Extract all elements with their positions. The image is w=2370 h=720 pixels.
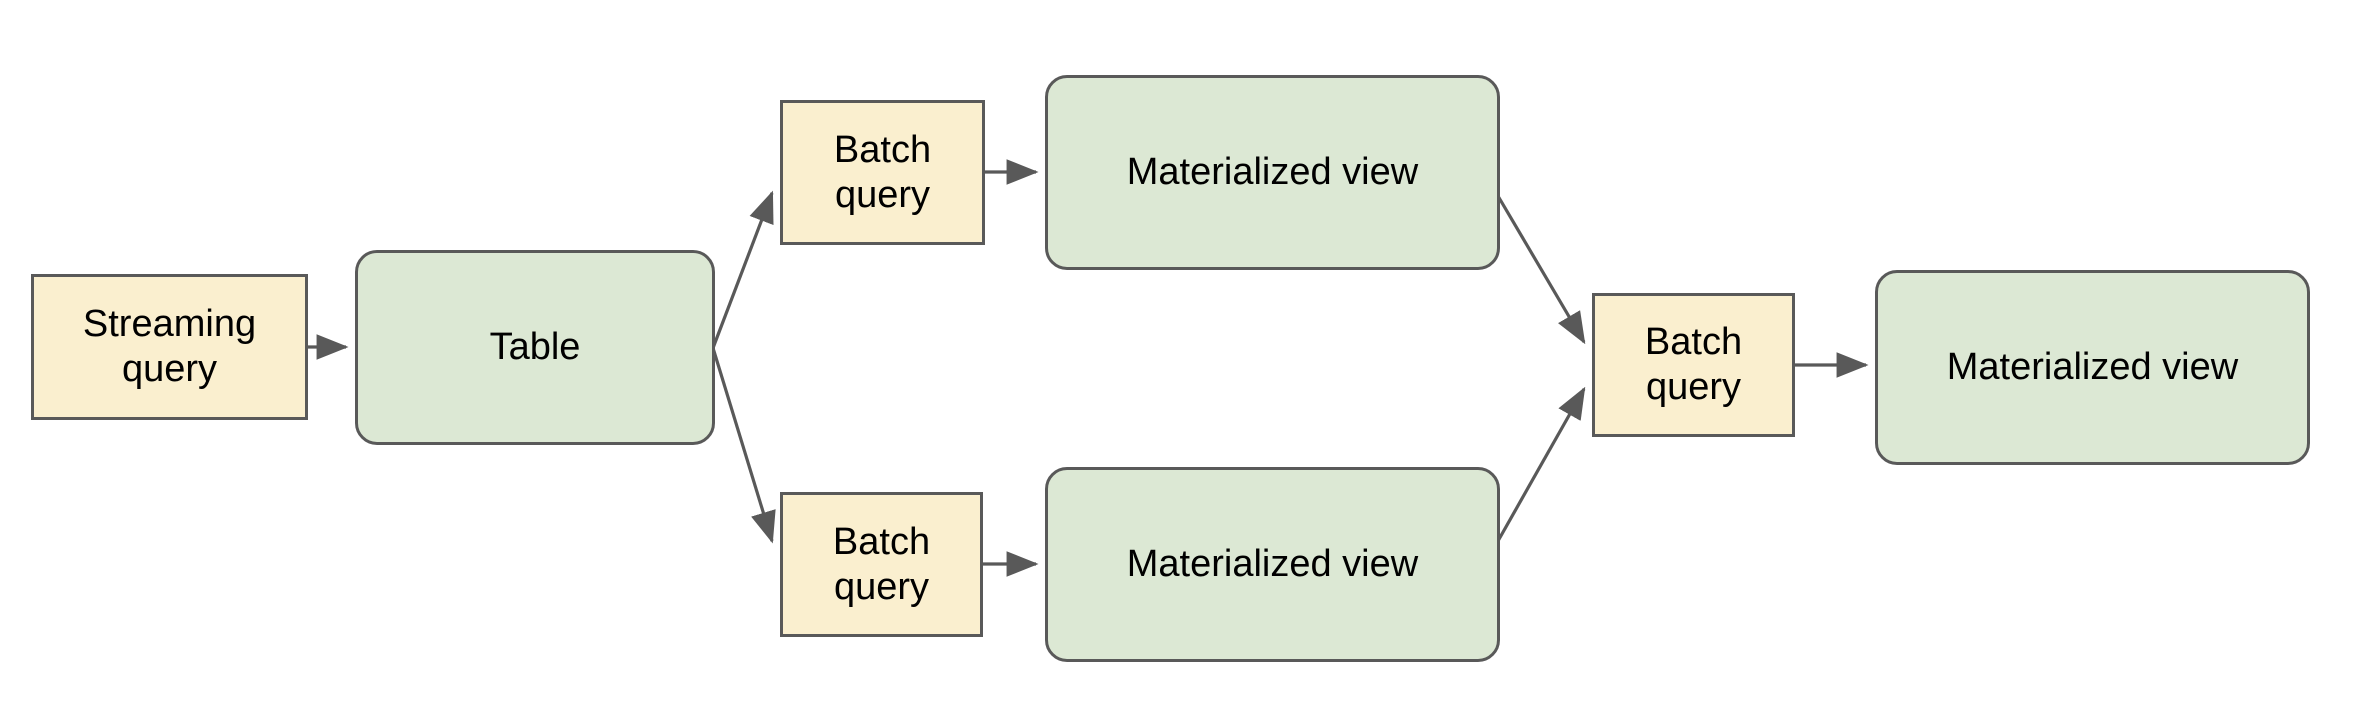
edge-materialized-view-bottom-to-batch-query-right: [1496, 386, 1586, 542]
node-label-streaming-query: Streaming query: [82, 303, 257, 390]
edge-table-to-batch-query-top: [711, 190, 774, 349]
node-label-batch-query-bottom: Batch query: [832, 520, 931, 608]
node-streaming-query[interactable]: Streaming query: [31, 274, 308, 420]
node-label-materialized-view-bottom: Materialized view: [1126, 543, 1419, 586]
node-batch-query-right[interactable]: Batch query: [1592, 293, 1795, 437]
edge-materialized-view-top-to-batch-query-right: [1496, 195, 1586, 345]
node-label-materialized-view-top: Materialized view: [1126, 151, 1419, 194]
node-label-batch-query-right: Batch query: [1644, 321, 1743, 408]
node-materialized-view-bottom[interactable]: Materialized view: [1045, 467, 1500, 662]
node-materialized-view-right[interactable]: Materialized view: [1875, 270, 2310, 465]
node-label-batch-query-top: Batch query: [833, 128, 932, 216]
node-batch-query-bottom[interactable]: Batch query: [780, 492, 983, 637]
node-batch-query-top[interactable]: Batch query: [780, 100, 985, 245]
node-label-table: Table: [489, 326, 581, 369]
edge-table-to-batch-query-bottom: [711, 347, 776, 544]
node-materialized-view-top[interactable]: Materialized view: [1045, 75, 1500, 270]
node-table[interactable]: Table: [355, 250, 715, 445]
node-label-materialized-view-right: Materialized view: [1946, 346, 2239, 389]
